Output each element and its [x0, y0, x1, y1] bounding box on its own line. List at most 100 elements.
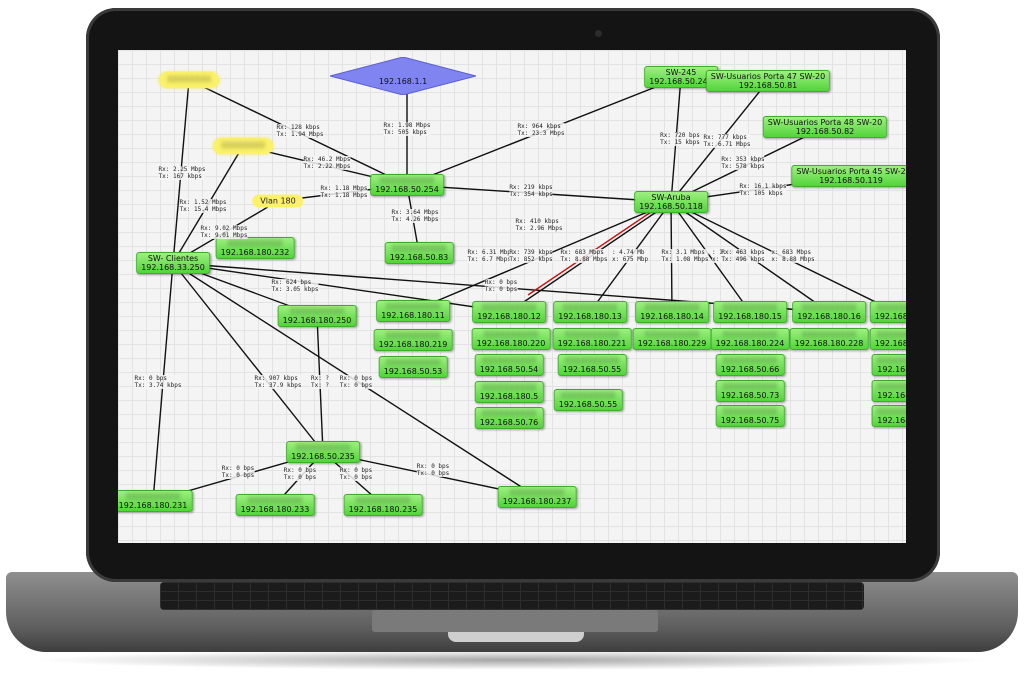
node-ip: 192.168.180.219: [378, 340, 448, 349]
tx-rate: Tx: 6.71 Mbps: [703, 141, 751, 148]
tx-rate: Tx: 23.3 Mbps: [517, 130, 565, 137]
node-name-blurred: XXXXXXXXXX: [295, 443, 351, 452]
rx-rate: Rx: 3.1 Mbps: [661, 249, 705, 256]
node-ip: 192.168.180.228: [794, 339, 864, 348]
vlan-180-node[interactable]: Vlan 180: [252, 194, 304, 208]
router-diamond-icon[interactable]: XXXXXXXXX 192.168.1.1: [330, 57, 476, 95]
node-name-blurred: XXXXXXXXXX: [876, 330, 906, 339]
tx-rate: Tx: 2.96 Mbps: [515, 225, 563, 232]
node-name-blurred: XXXXXXXXXX: [876, 303, 906, 312]
tx-rate: Tx: 2.22 Mbps: [303, 163, 351, 170]
node-name: SW-Aruba: [651, 193, 691, 202]
node-ip: 192.168.180.237: [502, 497, 572, 506]
rx-rate: x: 683 Mbps: [771, 249, 812, 256]
rx-rate: Rx: 46.2 Mbps: [303, 156, 351, 163]
node-name: SW-Usuarios Porta 47 SW-20: [710, 72, 826, 81]
node-name-blurred: XXXXXXXXXX: [722, 330, 778, 339]
node-name-blurred: XXXXXXXXXX: [227, 239, 283, 248]
rx-rate: Rx: 353 kbps: [721, 156, 765, 163]
node-ip: 192.168.180.233: [240, 505, 310, 514]
tx-rate: Tx: 167 kbps: [158, 173, 202, 180]
node-ip: 192.168.180.232: [220, 248, 290, 257]
tx-rate: x: 8.88 Mbps: [771, 256, 815, 263]
tx-rate: Tx: 3.05 kbps: [271, 286, 319, 293]
node-ip: 192.168.50.7: [877, 391, 906, 400]
tx-rate: Tx: 15 kbps: [660, 139, 700, 146]
cloud-node-2[interactable]: XXXXXXXX: [213, 138, 273, 154]
node-ip: 192.168.33.250: [141, 263, 205, 272]
node-name-blurred: XXXXXXXXXX: [481, 409, 537, 418]
node-ip: 192.168.50.6: [877, 416, 906, 425]
node-name-blurred: XXXXXXXXXX: [801, 303, 857, 312]
cloud-node-1[interactable]: XXXXXXXX: [159, 72, 219, 88]
node-name-blurred: XXXXXXXXXX: [876, 382, 906, 391]
rx-rate: Rx: 624 bps: [271, 279, 312, 286]
node-name-blurred: XXXXXXXXXX: [876, 356, 906, 365]
node-ip: 192.168.180.13: [558, 312, 622, 321]
node-name-blurred: XXXXXXXXXX: [722, 356, 778, 365]
node-ip: 192.168.180.12: [477, 312, 541, 321]
node-ip: 192.168.180.5: [479, 392, 539, 401]
network-map-canvas[interactable]: XXXXXXXXX 192.168.1.1 XXXXXXXX XXXXXXXX …: [118, 50, 906, 543]
node-name-blurred: XXXXXXXXXX: [385, 358, 441, 367]
node-ip: 192.168.50.118: [639, 202, 703, 211]
node-ip: 192.168.50.53: [383, 367, 443, 376]
tx-rate: Tx: 8.88 Mbps: [560, 256, 608, 263]
laptop-shadow: [30, 650, 994, 670]
node-ip: 192.168.180.1: [874, 312, 906, 321]
tx-rate: Tx: 354 kbps: [509, 191, 553, 198]
